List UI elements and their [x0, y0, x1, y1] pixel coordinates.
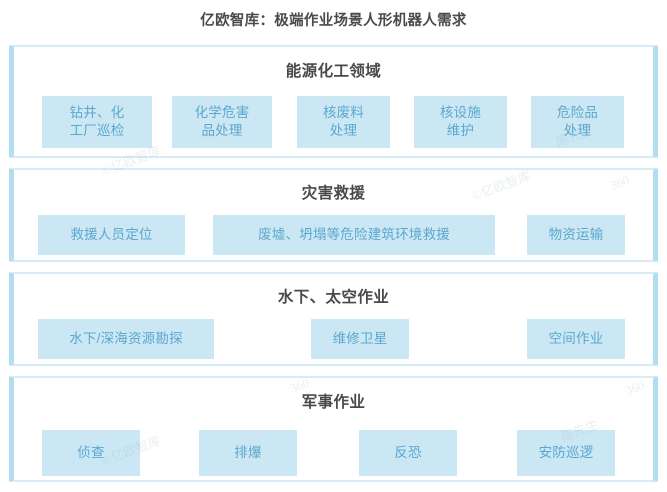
section-card-energy-chemical: 能源化工领域 钻井、化 工厂巡检 化学危害 品处理 核废料 处理 核设施 维护 … [9, 45, 658, 158]
tag-chip[interactable]: 核设施 维护 [414, 96, 507, 148]
section-heading: 军事作业 [301, 394, 366, 411]
tag-chip[interactable]: 排爆 [199, 430, 297, 476]
section-card-military: 军事作业 侦查 排爆 反恐 安防巡逻 [9, 376, 658, 482]
tag-chip[interactable]: 废墟、坍塌等危险建筑环境救援 [213, 215, 495, 255]
chip-row: 侦查 排爆 反恐 安防巡逻 [14, 430, 653, 476]
chip-row: 救援人员定位 废墟、坍塌等危险建筑环境救援 物资运输 [14, 215, 653, 255]
tag-chip[interactable]: 空间作业 [527, 319, 625, 359]
section-card-disaster-rescue: 灾害救援 救援人员定位 废墟、坍塌等危险建筑环境救援 物资运输 [9, 168, 658, 262]
tag-chip[interactable]: 钻井、化 工厂巡检 [42, 96, 152, 148]
tag-chip[interactable]: 水下/深海资源勘探 [38, 319, 214, 359]
page-title: 亿欧智库：极端作业场景人形机器人需求 [200, 13, 467, 29]
tag-chip[interactable]: 维修卫星 [311, 319, 409, 359]
tag-chip[interactable]: 侦查 [42, 430, 140, 476]
chip-row: 钻井、化 工厂巡检 化学危害 品处理 核废料 处理 核设施 维护 危险品 处理 [14, 96, 653, 148]
section-heading: 能源化工领域 [285, 63, 382, 80]
section-heading: 灾害救援 [301, 185, 366, 202]
tag-chip[interactable]: 救援人员定位 [38, 215, 185, 255]
tag-chip[interactable]: 安防巡逻 [517, 430, 615, 476]
tag-chip[interactable]: 危险品 处理 [531, 96, 624, 148]
tag-chip[interactable]: 化学危害 品处理 [172, 96, 272, 148]
tag-chip[interactable]: 反恐 [359, 430, 457, 476]
section-heading: 水下、太空作业 [277, 289, 390, 306]
tag-chip[interactable]: 核废料 处理 [297, 96, 390, 148]
section-card-underwater-space: 水下、太空作业 水下/深海资源勘探 维修卫星 空间作业 [9, 272, 658, 366]
chip-row: 水下/深海资源勘探 维修卫星 空间作业 [14, 319, 653, 359]
tag-chip[interactable]: 物资运输 [527, 215, 625, 255]
